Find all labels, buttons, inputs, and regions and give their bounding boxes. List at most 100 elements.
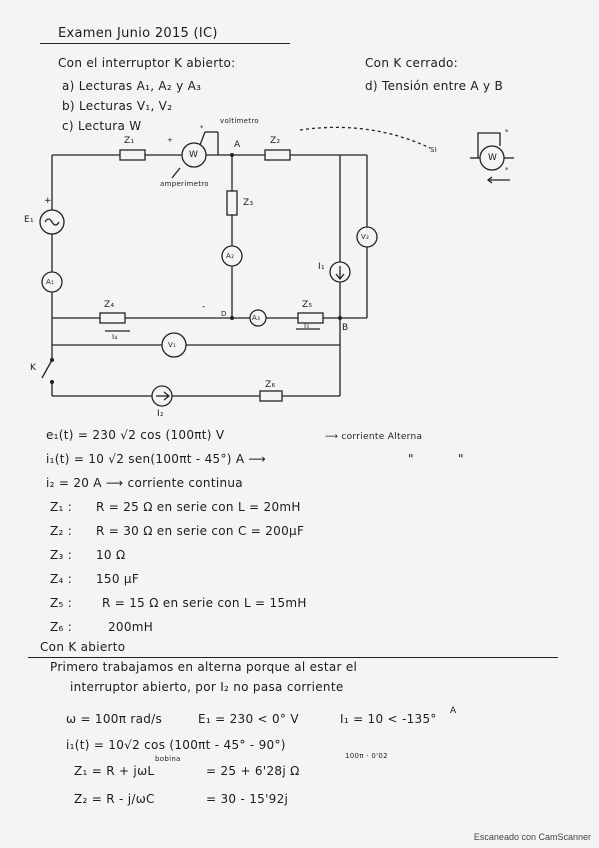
- label-node-minus: -: [202, 302, 206, 312]
- question-a: a) Lecturas A₁, A₂ y A₃: [62, 79, 202, 93]
- data-e1-note: ⟶ corriente Alterna: [325, 432, 423, 442]
- impedance-z5: [297, 312, 324, 324]
- node-b-dot: [338, 316, 342, 320]
- label-z4: Z₄: [104, 300, 115, 310]
- solution-heading-underline: [28, 657, 558, 658]
- condition-k-open: Con el interruptor K abierto:: [58, 56, 236, 70]
- label-z5: Z₅: [302, 300, 313, 310]
- label-v1: V₁: [168, 341, 177, 349]
- voltmeter-v1: [161, 332, 187, 358]
- label-sketch-star-2: *: [505, 166, 509, 174]
- label-z6: Z₆: [265, 380, 276, 390]
- label-z3: Z₃: [243, 198, 254, 208]
- exam-title: Examen Junio 2015 (IC): [58, 26, 218, 41]
- node-a-dot: [230, 153, 234, 157]
- data-i1: i₁(t) = 10 √2 sen(100πt - 45°) A ⟶: [46, 452, 266, 466]
- data-z1-value: R = 25 Ω en serie con L = 20mH: [96, 500, 301, 514]
- data-z4-value: 150 μF: [96, 572, 140, 586]
- ammeter-pointer-line: [171, 167, 181, 179]
- label-e1: E₁: [24, 215, 34, 225]
- solution-i1-phasor: I₁ = 10 < -135°: [340, 712, 437, 726]
- wattmeter-sketch-lead: [477, 132, 501, 158]
- impedance-z1: [119, 149, 146, 161]
- i2-arrow-head: [163, 391, 171, 401]
- data-ditto-1: ": [408, 452, 414, 466]
- label-w-star: *: [200, 124, 204, 132]
- wattmeter-sketch-arrowhead: [486, 176, 493, 184]
- switch-k-contact: [50, 380, 54, 384]
- label-w-plus: +: [167, 136, 174, 144]
- solution-paragraph-line-2: interruptor abierto, por I₂ no pasa corr…: [70, 680, 344, 694]
- label-w: W: [189, 150, 199, 160]
- solution-z2-result: = 30 - 15'92j: [206, 792, 289, 806]
- solution-i1-unit: A: [450, 706, 457, 716]
- data-z3-value: 10 Ω: [96, 548, 126, 562]
- solution-z1-result: = 25 + 6'28j Ω: [206, 764, 300, 778]
- label-a3: A₃: [252, 314, 261, 322]
- impedance-z2: [264, 149, 291, 161]
- label-i2: I₂: [157, 409, 164, 419]
- question-d: d) Tensión entre A y B: [365, 79, 504, 93]
- label-e1-plus: +: [44, 196, 52, 206]
- solution-z2-equation: Z₂ = R - j/ωC: [74, 792, 155, 806]
- current-source-i2: [151, 385, 173, 407]
- data-z2-value: R = 30 Ω en serie con C = 200μF: [96, 524, 305, 538]
- label-a1: A₁: [46, 278, 55, 286]
- node-d-dot: [230, 316, 234, 320]
- wattmeter-w: [181, 142, 207, 168]
- label-z1: Z₁: [124, 136, 135, 146]
- label-node-b: B: [342, 323, 349, 333]
- label-node-a: A: [234, 140, 241, 150]
- data-z5-label: Z₅ :: [50, 596, 73, 610]
- voltmeter-v2: [356, 226, 378, 248]
- switch-k-pivot: [50, 358, 54, 362]
- impedance-z3: [226, 190, 238, 216]
- label-a2: A₂: [226, 252, 235, 260]
- impedance-z4: [99, 312, 126, 324]
- solution-i1-cos: i₁(t) = 10√2 cos (100πt - 45° - 90°): [66, 738, 286, 752]
- question-b: b) Lecturas V₁, V₂: [62, 99, 173, 113]
- label-amperimetro: amperímetro: [160, 180, 209, 188]
- solution-e1-phasor: E₁ = 230 < 0° V: [198, 712, 299, 726]
- title-underline: [40, 43, 290, 44]
- voltage-source-e1: [39, 209, 65, 235]
- dashed-hint-arrow: [299, 126, 431, 149]
- data-z6-value: 200mH: [108, 620, 154, 634]
- label-sketch-star-1: *: [505, 128, 509, 136]
- label-voltmetro: voltímetro: [220, 117, 259, 125]
- label-i4: I₄: [112, 333, 118, 341]
- label-switch-k: K: [30, 363, 37, 373]
- solution-bobina-note: bobina: [155, 755, 181, 763]
- data-z3-label: Z₃ :: [50, 548, 73, 562]
- i1-arrow-head: [335, 273, 345, 281]
- label-v2: V₂: [361, 233, 370, 241]
- wattmeter-voltage-lead: [199, 131, 206, 146]
- scanner-watermark: Escaneado con CamScanner: [473, 832, 591, 842]
- current-source-i1: [329, 261, 351, 283]
- condition-k-closed: Con K cerrado:: [365, 56, 459, 70]
- ammeter-a2: [221, 245, 243, 267]
- impedance-z6: [259, 390, 283, 402]
- label-w-sketch: W: [488, 153, 498, 163]
- switch-k-blade: [41, 359, 53, 379]
- label-z2: Z₂: [270, 136, 281, 146]
- data-z2-label: Z₂ :: [50, 524, 73, 538]
- solution-z1-equation: Z₁ = R + jωL: [74, 764, 155, 778]
- label-node-d: D: [221, 310, 227, 318]
- label-i1: I₁: [318, 262, 325, 272]
- data-ditto-2: ": [458, 452, 464, 466]
- data-z1-label: Z₁ :: [50, 500, 73, 514]
- solution-heading: Con K abierto: [40, 640, 126, 654]
- ammeter-a3: [249, 309, 267, 327]
- solution-paragraph-line-1: Primero trabajamos en alterna porque al …: [50, 660, 358, 674]
- data-z4-label: Z₄ :: [50, 572, 73, 586]
- label-i5: I₅: [304, 322, 310, 330]
- data-e1: e₁(t) = 230 √2 cos (100πt) V: [46, 428, 225, 442]
- ammeter-a1: [41, 271, 63, 293]
- label-si: SI: [430, 146, 438, 154]
- ac-source-symbol: [44, 218, 60, 226]
- data-z5-value: R = 15 Ω en serie con L = 15mH: [102, 596, 307, 610]
- data-z6-label: Z₆ :: [50, 620, 73, 634]
